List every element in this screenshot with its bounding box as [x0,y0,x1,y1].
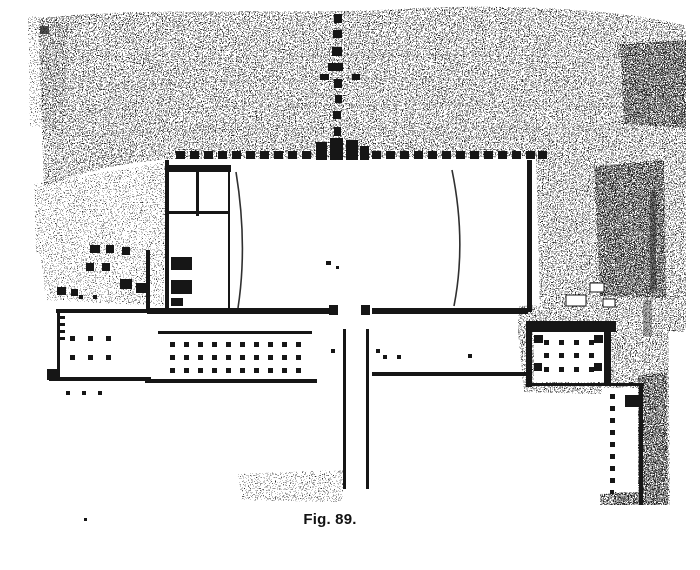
temple-plan-drawing [28,6,686,521]
small-buildings-in-hillside [565,282,616,308]
entrance-axis-marks [320,14,360,136]
central-ramp [331,329,528,489]
right-building-complex [526,321,618,387]
hillside-contour-lines [69,54,661,143]
left-building-complex [47,245,151,395]
right-edge-colonnade [600,383,644,505]
figure-caption: Fig. 89. [303,511,357,528]
great-court-walls [165,160,532,315]
terrain-texture [28,6,686,505]
hypostyle-hall [145,331,317,383]
court-ruin-lines [235,169,461,309]
stray-speck [84,518,87,521]
north-wall-pylons [176,138,547,160]
transverse-wall [56,308,528,314]
